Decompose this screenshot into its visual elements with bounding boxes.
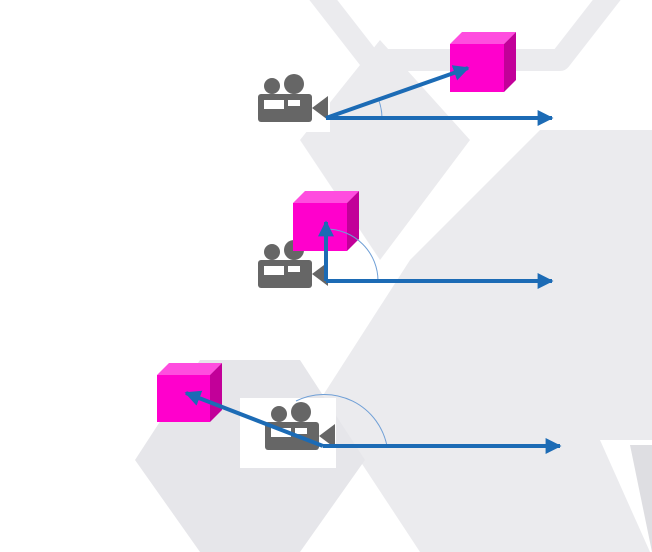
angle-arc [325, 228, 379, 282]
cube-icon [157, 363, 222, 422]
diagram-obtuse-angle [157, 363, 562, 468]
angle-arc [295, 394, 388, 447]
cube-icon [450, 32, 516, 92]
diagram-small-angle [254, 32, 554, 132]
object-direction-arrow [184, 390, 324, 448]
object-direction-arrow [325, 65, 470, 120]
background-hex-pattern [135, 0, 652, 552]
diagram-right-angle [254, 191, 554, 298]
